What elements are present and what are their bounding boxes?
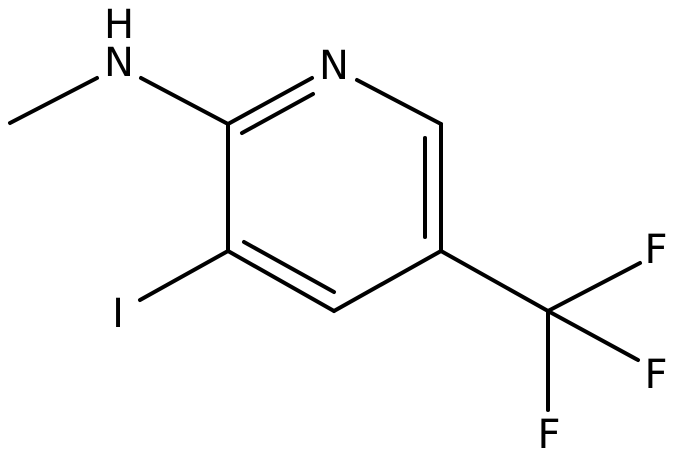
bond-c3-iodine bbox=[138, 249, 230, 302]
bonds bbox=[8, 76, 642, 412]
bond-methyl-nh bbox=[8, 76, 99, 125]
bond-c2-n1-inner bbox=[240, 92, 315, 135]
atom-label-f-top: F bbox=[644, 227, 667, 273]
bond-cf3-f-top bbox=[546, 261, 642, 313]
bond-c5-cf3 bbox=[439, 249, 550, 313]
bond-c2-n1-outer bbox=[226, 76, 314, 126]
atom-label-nh: N bbox=[104, 40, 134, 86]
atom-label-n-ring: N bbox=[319, 43, 349, 89]
bond-cf3-f-mid bbox=[546, 309, 640, 362]
atom-label-iodine: I bbox=[112, 291, 124, 337]
atom-labels: H N N I F F F bbox=[104, 2, 668, 458]
atom-label-f-mid: F bbox=[644, 352, 667, 398]
bond-c4-c3-inner bbox=[242, 240, 336, 294]
bond-c4-c3-outer bbox=[226, 249, 336, 313]
bond-n1-c6 bbox=[355, 78, 443, 126]
bond-c5-c4 bbox=[332, 249, 443, 313]
atom-label-f-bottom: F bbox=[537, 412, 560, 458]
atom-label-h: H bbox=[104, 2, 134, 48]
bond-nh-c2 bbox=[139, 76, 230, 126]
